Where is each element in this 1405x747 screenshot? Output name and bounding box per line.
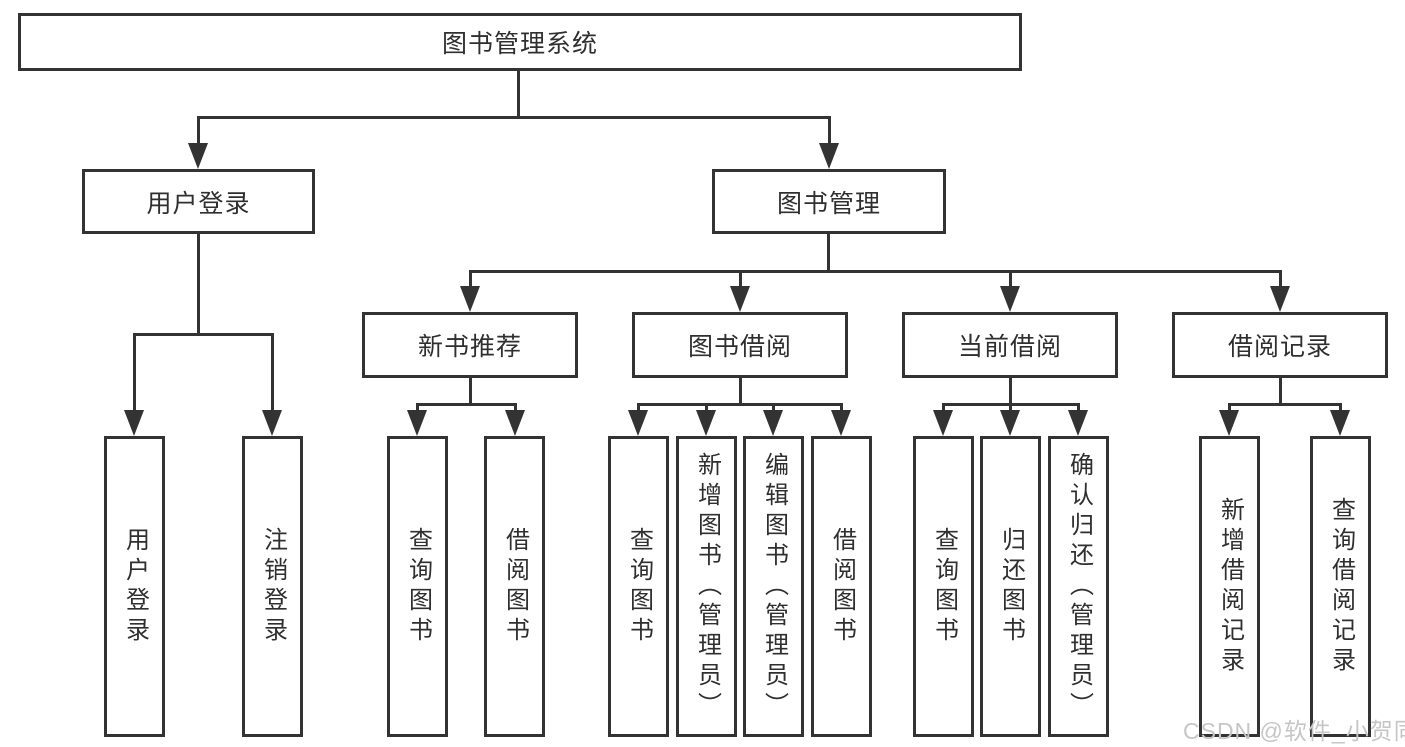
leaf-query-books-borrow: 查询图书 (608, 436, 669, 737)
arrow-down-icon (1330, 410, 1350, 436)
node-user-login: 用户登录 (82, 169, 315, 234)
connector-vline (1009, 378, 1012, 405)
arrow-down-icon (819, 143, 839, 169)
connector-hline (1228, 403, 1341, 406)
connector-hline (197, 116, 831, 119)
connector-stem (514, 403, 517, 413)
arrow-down-icon (933, 410, 953, 436)
arrow-down-icon (1270, 286, 1290, 312)
leaf-add-books-admin: 新增图书（管理员） (676, 436, 737, 737)
arrow-down-icon (188, 143, 208, 169)
leaf-query-borrow-record-label: 查询借阅记录 (1327, 496, 1355, 677)
node-book-borrow-label: 图书借阅 (687, 333, 792, 361)
leaf-add-books-admin-label: 新增图书（管理员） (693, 451, 721, 722)
leaf-logout: 注销登录 (242, 436, 303, 737)
leaf-borrow-books-recommend-label: 借阅图书 (501, 526, 529, 647)
arrow-down-icon (730, 286, 750, 312)
leaf-logout-label: 注销登录 (259, 526, 287, 647)
arrow-down-icon (628, 410, 648, 436)
arrow-down-icon (1068, 410, 1088, 436)
node-current-borrow-label: 当前借阅 (957, 333, 1062, 361)
connector-vline (517, 71, 520, 119)
connector-hline (469, 270, 1281, 273)
leaf-query-books-current-label: 查询图书 (930, 526, 958, 647)
connector-vline (1279, 378, 1282, 405)
leaf-confirm-return-admin: 确认归还（管理员） (1048, 436, 1109, 737)
leaf-query-books-borrow-label: 查询图书 (625, 526, 653, 647)
arrow-down-icon (831, 410, 851, 436)
connector-stem (133, 333, 136, 413)
connector-stem (197, 116, 200, 146)
connector-stem (416, 403, 419, 413)
connector-stem (772, 403, 775, 413)
connector-stem (840, 403, 843, 413)
connector-vline (827, 234, 830, 273)
node-current-borrow: 当前借阅 (902, 312, 1118, 378)
node-borrow-records: 借阅记录 (1172, 312, 1388, 378)
leaf-user-login: 用户登录 (104, 436, 165, 737)
connector-stem (942, 403, 945, 413)
connector-stem (1228, 403, 1231, 413)
leaf-return-books-label: 归还图书 (997, 526, 1025, 647)
arrow-down-icon (124, 410, 144, 436)
leaf-borrow-books: 借阅图书 (811, 436, 872, 737)
connector-stem (739, 270, 742, 289)
leaf-add-borrow-record: 新增借阅记录 (1199, 436, 1260, 737)
connector-stem (828, 116, 831, 146)
connector-vline (197, 234, 200, 335)
arrow-down-icon (407, 410, 427, 436)
connector-stem (1339, 403, 1342, 413)
node-root: 图书管理系统 (18, 13, 1022, 71)
node-root-label: 图书管理系统 (441, 30, 598, 58)
leaf-edit-books-admin-label: 编辑图书（管理员） (760, 451, 788, 722)
leaf-add-borrow-record-label: 新增借阅记录 (1216, 496, 1244, 677)
connector-hline (133, 333, 274, 336)
leaf-borrow-books-label: 借阅图书 (828, 526, 856, 647)
leaf-query-borrow-record: 查询借阅记录 (1310, 436, 1371, 737)
leaf-query-books-current: 查询图书 (913, 436, 974, 737)
leaf-edit-books-admin: 编辑图书（管理员） (743, 436, 804, 737)
connector-stem (1009, 270, 1012, 289)
leaf-confirm-return-admin-label: 确认归还（管理员） (1065, 451, 1093, 722)
node-book-management: 图书管理 (712, 169, 946, 234)
leaf-borrow-books-recommend: 借阅图书 (484, 436, 545, 737)
leaf-return-books: 归还图书 (980, 436, 1041, 737)
connector-stem (705, 403, 708, 413)
connector-hline (637, 403, 843, 406)
arrow-down-icon (763, 410, 783, 436)
csdn-watermark: CSDN @软件_小贺同学 (1183, 718, 1405, 744)
node-new-book-recommend-label: 新书推荐 (417, 333, 522, 361)
leaf-user-login-label: 用户登录 (121, 526, 149, 647)
arrow-down-icon (1000, 410, 1020, 436)
connector-stem (1077, 403, 1080, 413)
node-borrow-records-label: 借阅记录 (1227, 333, 1332, 361)
arrow-down-icon (505, 410, 525, 436)
node-book-management-label: 图书管理 (776, 189, 881, 218)
connector-vline (739, 378, 742, 405)
node-new-book-recommend: 新书推荐 (362, 312, 578, 378)
connector-stem (1279, 270, 1282, 289)
connector-stem (1009, 403, 1012, 413)
arrow-down-icon (1219, 410, 1239, 436)
arrow-down-icon (1000, 286, 1020, 312)
leaf-query-books-recommend-label: 查询图书 (404, 526, 432, 647)
arrow-down-icon (460, 286, 480, 312)
connector-stem (637, 403, 640, 413)
node-user-login-label: 用户登录 (146, 189, 251, 218)
node-book-borrow: 图书借阅 (632, 312, 848, 378)
arrow-down-icon (262, 410, 282, 436)
connector-vline (469, 378, 472, 405)
connector-stem (469, 270, 472, 289)
arrow-down-icon (696, 410, 716, 436)
connector-hline (416, 403, 517, 406)
connector-stem (271, 333, 274, 413)
leaf-query-books-recommend: 查询图书 (387, 436, 448, 737)
